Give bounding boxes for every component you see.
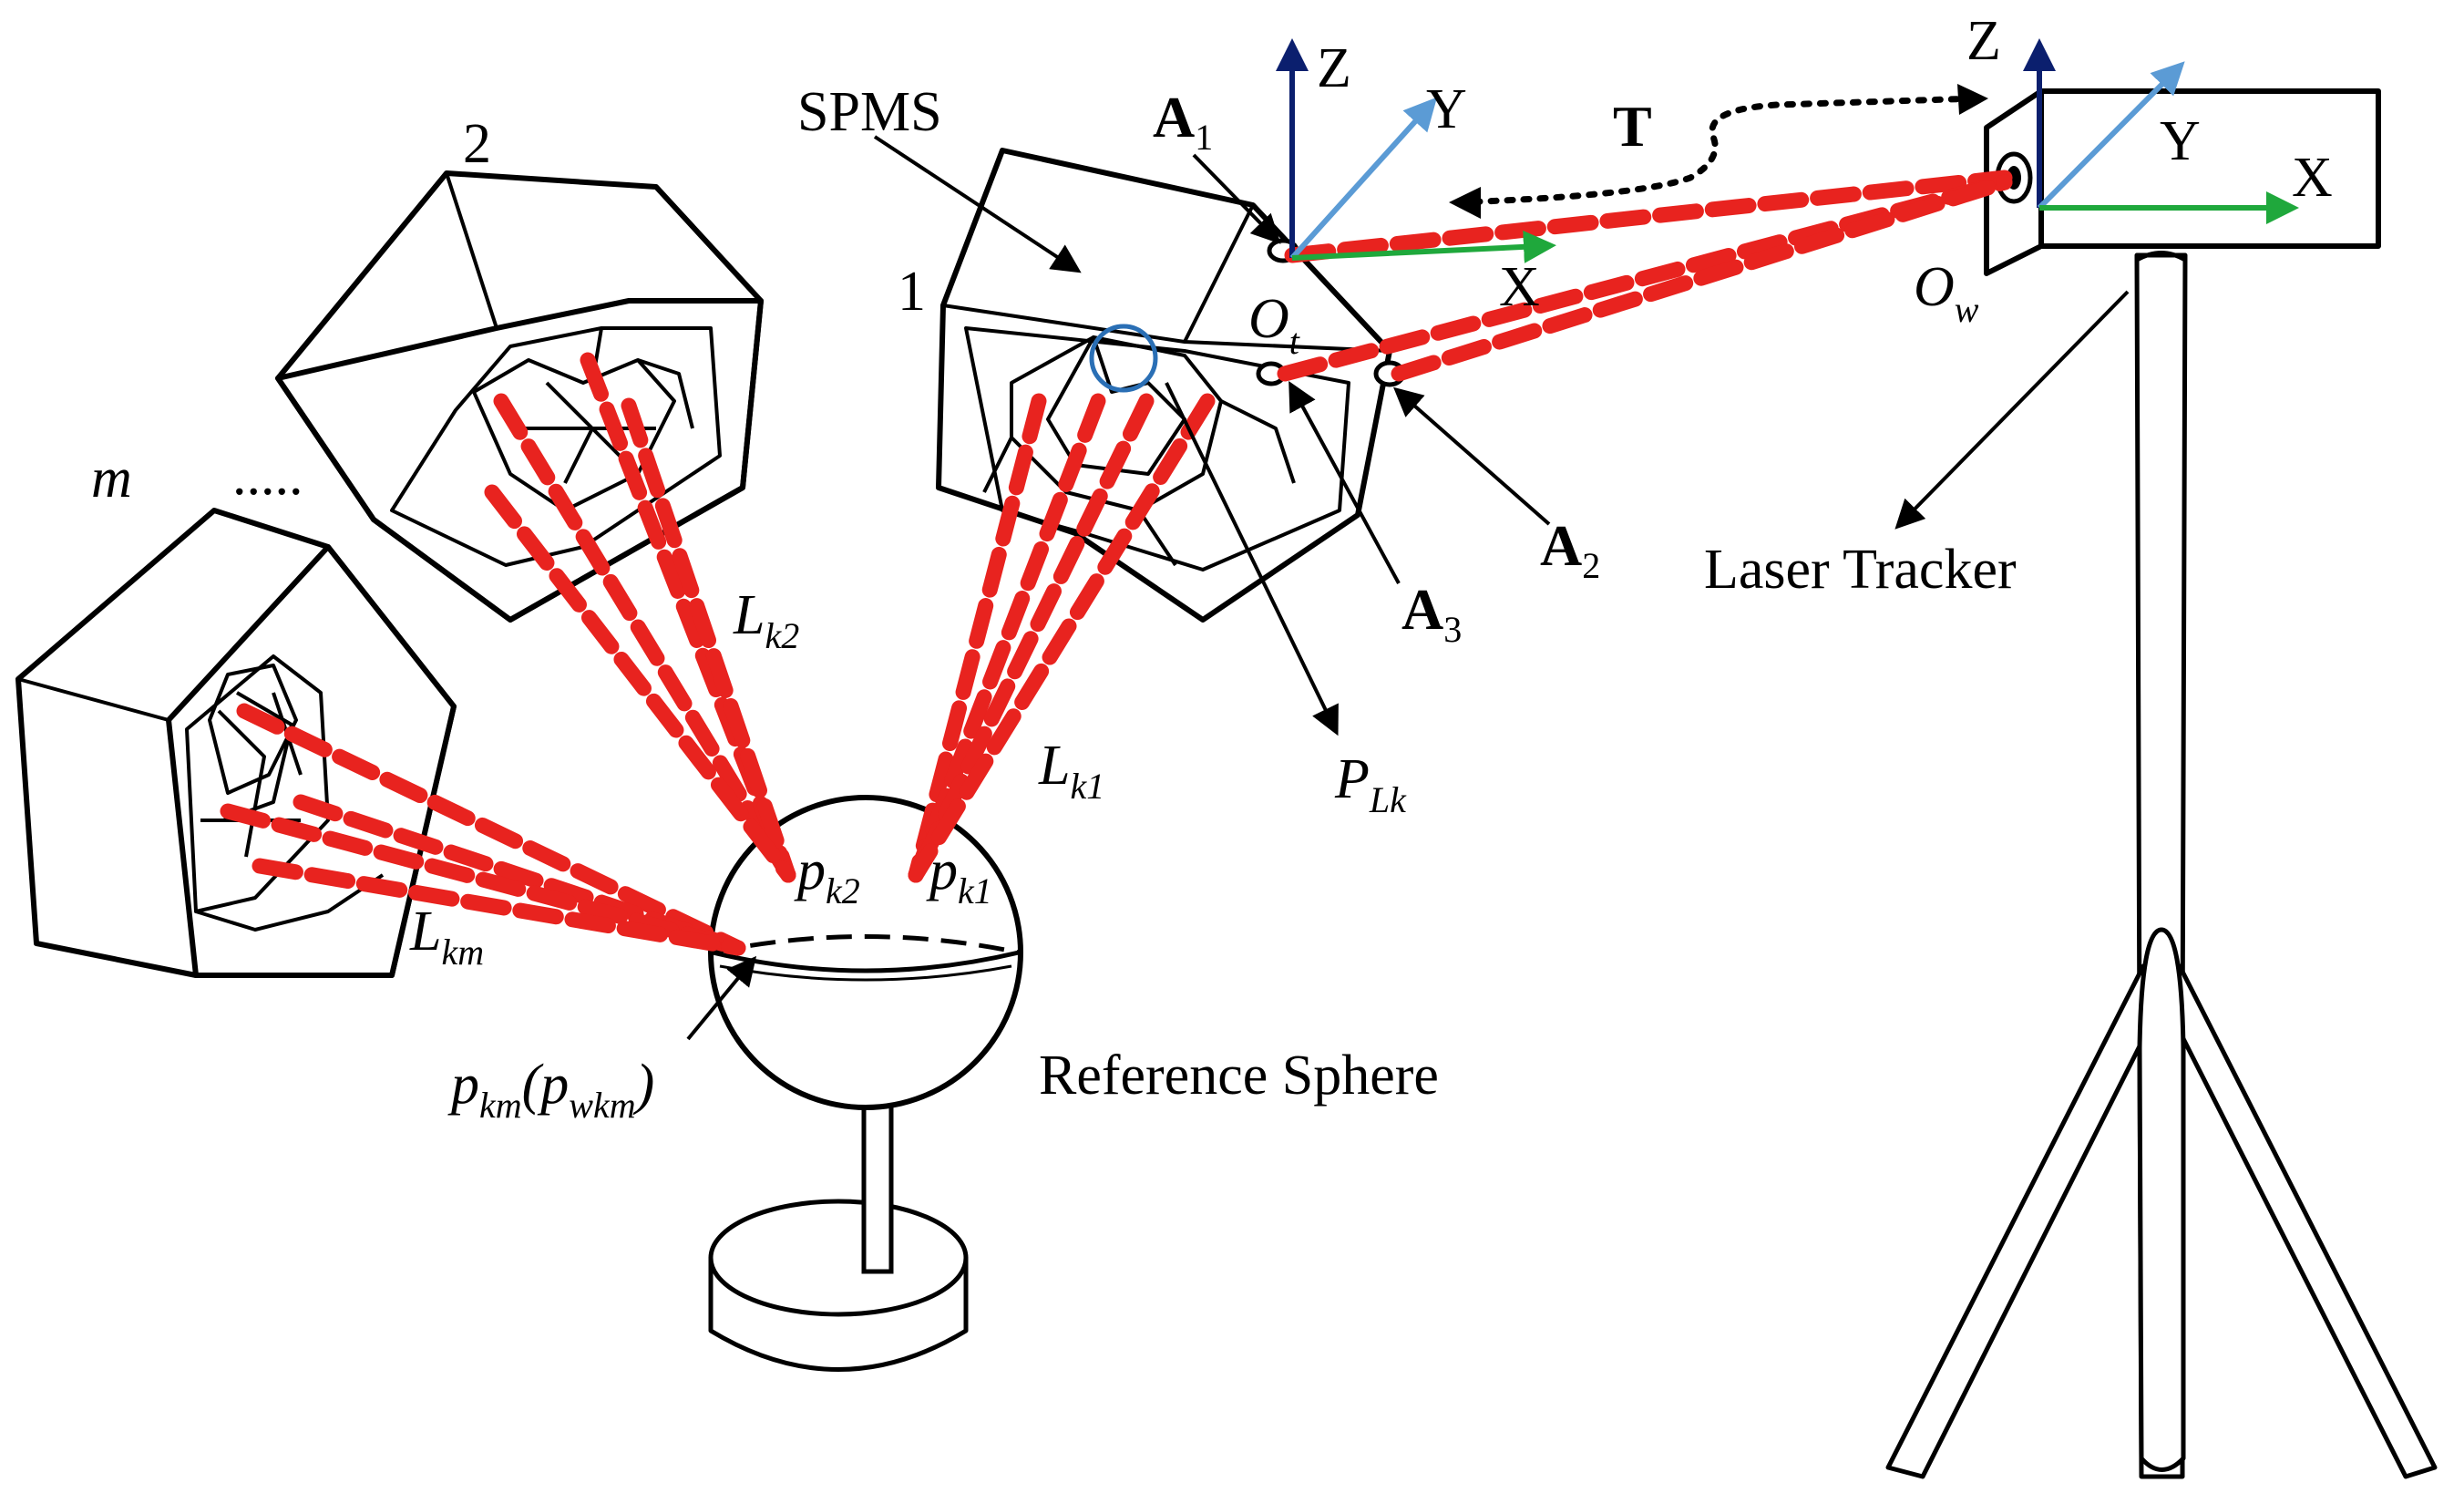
world-frame-axes: [2023, 38, 2299, 224]
transform-arrow: [1454, 95, 1981, 206]
world-y-axis: [2037, 61, 2185, 211]
lkm-label: Lkm: [409, 901, 484, 973]
target-x-axis: [1291, 230, 1556, 263]
dots-label: .....: [232, 445, 303, 507]
laser-tracker-head: [1984, 88, 2381, 276]
laser-tracker-label: Laser Tracker: [1704, 539, 2017, 601]
target-z-label: Z: [1317, 37, 1351, 99]
pk1-label: pk1: [926, 839, 992, 911]
a3-label: A3: [1401, 577, 1462, 650]
pointer-arrows: [686, 135, 2130, 1041]
unit-m-label: m: [91, 448, 132, 510]
unit-1-label: 1: [898, 261, 926, 323]
spms-unit-m: [15, 508, 457, 978]
spms-label: SPMS: [797, 81, 942, 143]
world-x-label: X: [2292, 147, 2333, 209]
spms-unit-2: [275, 170, 764, 623]
reference-sphere-label: Reference Sphere: [1039, 1045, 1439, 1107]
target-frame-axes: [1276, 38, 1556, 263]
target-y-label: Y: [1426, 78, 1467, 140]
a1-label: A1: [1153, 85, 1213, 158]
world-origin-label: Ow: [1914, 256, 1979, 330]
lk2-label: Lk2: [733, 584, 799, 656]
target-y-axis: [1289, 97, 1438, 261]
target-origin-label: Ot: [1248, 288, 1300, 362]
transform-label: T: [1613, 94, 1652, 159]
lk1-label: Lk1: [1038, 735, 1104, 807]
laser-beams: [220, 170, 2013, 956]
pk2-label: pk2: [794, 839, 860, 911]
transform-arrow-head-right: [1957, 84, 1988, 115]
target-x-label: X: [1499, 256, 1540, 318]
highlight-circle: [1089, 324, 1158, 393]
world-y-label: Y: [2160, 110, 2201, 172]
pkm-label: pkm(pwkm): [447, 1054, 654, 1126]
unit-2-label: 2: [463, 113, 491, 175]
spms-unit-1: [936, 148, 1406, 623]
transform-arrow-head-left: [1449, 187, 1481, 219]
plk-label: PLk: [1334, 748, 1407, 820]
world-z-label: Z: [1966, 10, 2001, 72]
a2-label: A2: [1540, 513, 1600, 586]
laser-tracker-stand: [1885, 251, 2438, 1479]
